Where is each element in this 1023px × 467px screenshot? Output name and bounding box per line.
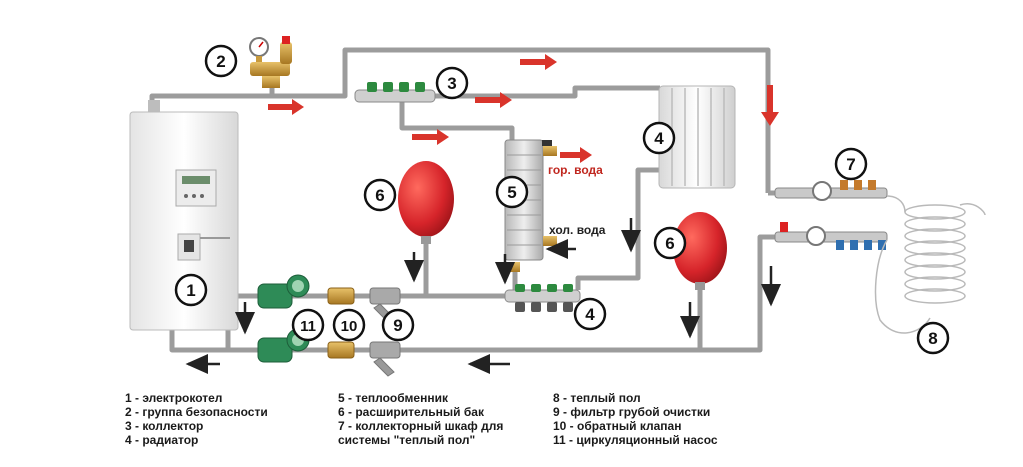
svg-text:8: 8 [928, 329, 937, 348]
filter-bottom [369, 341, 401, 377]
hot-flow-arrows [268, 54, 779, 163]
hot-water-label: гор. вода [548, 163, 603, 177]
underfloor-heating-coil [874, 195, 986, 334]
callout-8: 8 [916, 321, 950, 355]
pipe-supply-main [149, 47, 771, 193]
legend-column-1: 1 - электрокотел 2 - группа безопасности… [125, 391, 268, 447]
legend-item: 2 - группа безопасности [125, 405, 268, 419]
legend-item: 5 - теплообменник [338, 391, 448, 405]
legend-item: 11 - циркуляционный насос [553, 433, 718, 447]
legend-item: 4 - радиатор [125, 433, 199, 447]
svg-text:9: 9 [393, 316, 402, 335]
legend-item: 6 - расширительный бак [338, 405, 484, 419]
legend-column-3: 8 - теплый пол 9 - фильтр грубой очистки… [553, 391, 718, 447]
legend-item: 7 - коллекторный шкаф для [338, 419, 504, 433]
callout-11: 11 [291, 308, 325, 342]
callout-7: 7 [834, 147, 868, 181]
pipe-return-main [169, 315, 700, 353]
pipe-to-exchanger [399, 100, 515, 142]
legend-item: 3 - коллектор [125, 419, 204, 433]
callout-4-radiator: 4 [642, 121, 676, 155]
svg-text:6: 6 [375, 186, 384, 205]
callout-2: 2 [204, 44, 238, 78]
callout-1: 1 [174, 273, 208, 307]
callout-9: 9 [381, 308, 415, 342]
legend-item: 10 - обратный клапан [553, 419, 682, 433]
check-valve-top [327, 287, 355, 305]
svg-text:5: 5 [507, 183, 516, 202]
legend-column-2: 5 - теплообменник 6 - расширительный бак… [338, 391, 503, 447]
legend-item: системы "теплый пол" [338, 433, 476, 447]
svg-text:4: 4 [585, 305, 595, 324]
hot-arrow [268, 99, 304, 115]
legend-item: 1 - электрокотел [125, 391, 223, 405]
svg-text:6: 6 [665, 234, 674, 253]
callout-5: 5 [495, 175, 529, 209]
pump-top [257, 274, 310, 309]
hot-arrow [475, 92, 512, 108]
callout-4-collector: 4 [573, 297, 607, 331]
pipe-tank-left [423, 236, 505, 299]
cold-water-label: хол. вода [549, 223, 606, 237]
legend-item: 9 - фильтр грубой очистки [553, 405, 711, 419]
collector-bottom [504, 284, 581, 312]
svg-text:2: 2 [216, 52, 225, 71]
pipe-to-radiator [420, 85, 660, 99]
hot-arrow [761, 85, 779, 126]
hot-arrow [412, 129, 449, 145]
safety-group [249, 36, 292, 88]
svg-text:11: 11 [300, 318, 316, 335]
check-valve-bottom [327, 341, 355, 359]
svg-text:4: 4 [654, 129, 664, 148]
floor-collector [774, 180, 888, 250]
pipe-radiator-return [575, 167, 660, 290]
callouts: 1 2 3 4 4 5 6 6 [174, 44, 950, 355]
hot-arrow [520, 54, 557, 70]
hot-arrow [560, 147, 592, 163]
svg-text:1: 1 [186, 281, 195, 300]
expansion-tank-left [398, 161, 454, 244]
svg-text:3: 3 [447, 74, 456, 93]
callout-6-right: 6 [653, 226, 687, 260]
svg-text:10: 10 [341, 318, 358, 335]
electric-boiler [129, 100, 239, 331]
expansion-tank-right [673, 212, 727, 290]
cold-flow-arrows [185, 218, 781, 374]
callout-6-left: 6 [363, 178, 397, 212]
radiator [658, 85, 736, 189]
legend-item: 8 - теплый пол [553, 391, 641, 405]
collector-top [354, 82, 436, 103]
callout-3: 3 [435, 66, 469, 100]
callout-10: 10 [332, 308, 366, 342]
svg-text:7: 7 [846, 155, 855, 174]
